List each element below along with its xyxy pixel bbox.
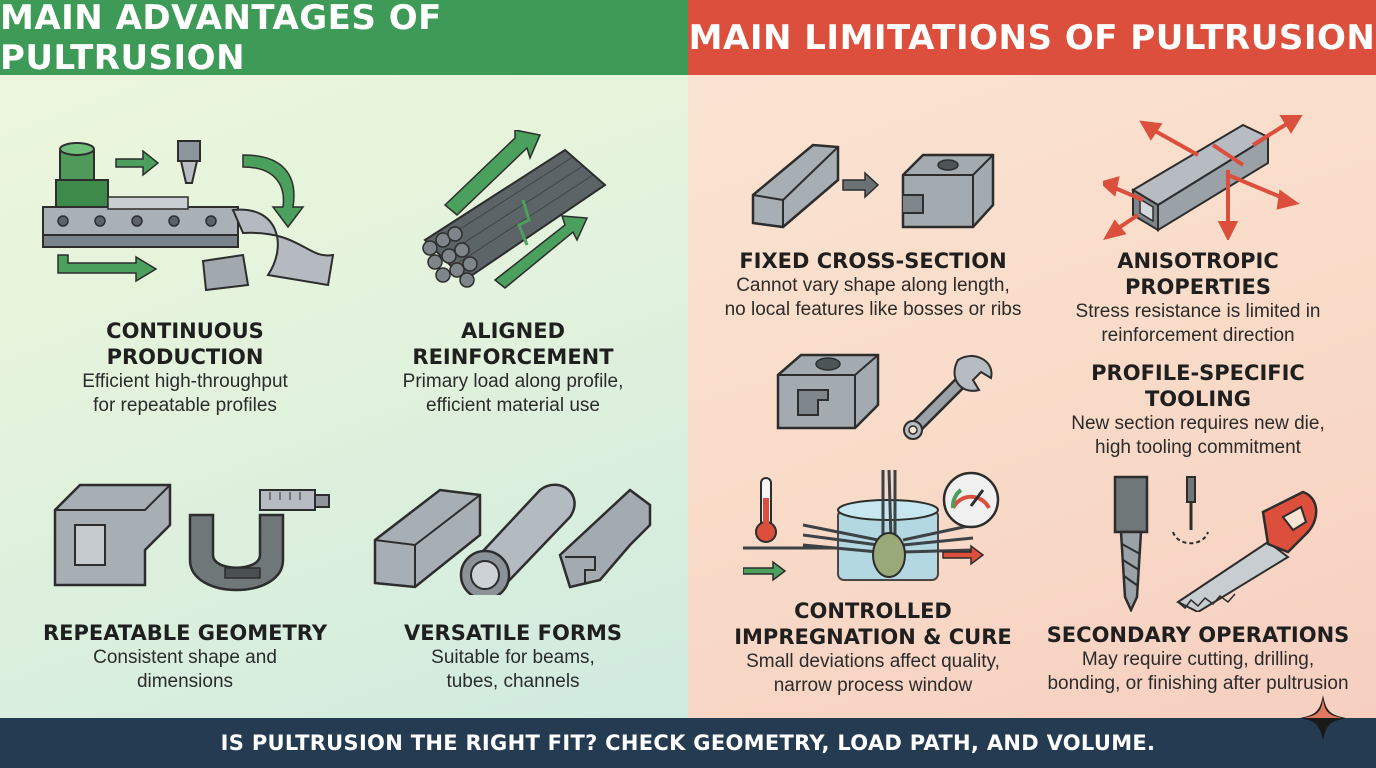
item-repeatable-geometry: REPEATABLE GEOMETRY Consistent shape and… xyxy=(30,620,340,694)
resin-bath-icon xyxy=(743,470,1000,582)
item-desc-line: Primary load along profile, xyxy=(402,371,624,392)
item-desc-line: Stress resistance is limited in xyxy=(1075,301,1321,322)
item-desc-line: tubes, channels xyxy=(446,671,580,692)
fixed-section-die-icon xyxy=(751,143,995,229)
limitations-title: MAIN LIMITATIONS OF PULTRUSION xyxy=(688,17,1376,58)
item-continuous-production: CONTINUOUS PRODUCTION Efficient high-thr… xyxy=(30,318,340,418)
item-title: CONTROLLED xyxy=(794,599,952,623)
item-title: SECONDARY OPERATIONS xyxy=(1046,623,1350,647)
item-desc-line: New section requires new die, xyxy=(1071,413,1325,434)
item-title: CONTINUOUS PRODUCTION xyxy=(106,319,264,369)
profile-shapes-icon xyxy=(373,483,652,595)
item-desc-line: Small deviations affect quality, xyxy=(746,651,1000,672)
item-desc-line: bonding, or finishing after pultrusion xyxy=(1047,673,1349,694)
advantages-panel: MAIN ADVANTAGES OF PULTRUSION CONTINUOUS… xyxy=(0,0,688,718)
item-desc-line: Suitable for beams, xyxy=(431,647,595,668)
item-title: FIXED CROSS-SECTION xyxy=(739,249,1007,273)
anisotropic-tube-icon xyxy=(1103,115,1303,240)
conveyor-machine-icon xyxy=(42,140,335,292)
item-desc-line: dimensions xyxy=(136,671,234,692)
footer-banner: IS PULTRUSION THE RIGHT FIT? CHECK GEOME… xyxy=(0,718,1376,768)
item-title: REPEATABLE GEOMETRY xyxy=(42,621,328,645)
item-title: VERSATILE FORMS xyxy=(403,621,623,645)
item-controlled-impregnation: CONTROLLED IMPREGNATION & CURE Small dev… xyxy=(708,598,1038,698)
profile-micrometer-icon xyxy=(53,483,330,592)
item-desc-line: reinforcement direction xyxy=(1101,325,1295,346)
item-anisotropic-properties: ANISOTROPIC PROPERTIES Stress resistance… xyxy=(1043,248,1353,348)
item-desc-line: high tooling commitment xyxy=(1095,437,1301,458)
item-desc-line: Consistent shape and xyxy=(93,647,277,668)
item-aligned-reinforcement: ALIGNED REINFORCEMENT Primary load along… xyxy=(358,318,668,418)
item-secondary-operations: SECONDARY OPERATIONS May require cutting… xyxy=(1043,622,1353,696)
item-desc-line: Efficient high-throughput xyxy=(82,371,288,392)
advantages-header: MAIN ADVANTAGES OF PULTRUSION xyxy=(0,0,688,78)
item-fixed-cross-section: FIXED CROSS-SECTION Cannot vary shape al… xyxy=(708,248,1038,322)
item-title: PROFILE-SPECIFIC TOOLING xyxy=(1091,361,1305,411)
item-title: ALIGNED REINFORCEMENT xyxy=(412,319,614,369)
sparkle-icon xyxy=(1300,695,1346,741)
advantages-title: MAIN ADVANTAGES OF PULTRUSION xyxy=(0,0,442,78)
item-desc-line: May require cutting, drilling, xyxy=(1081,649,1315,670)
fiber-bundle-icon xyxy=(422,130,607,289)
item-profile-specific-tooling: PROFILE-SPECIFIC TOOLING New section req… xyxy=(1043,360,1353,460)
footer-text: IS PULTRUSION THE RIGHT FIT? CHECK GEOME… xyxy=(220,731,1156,755)
limitations-panel: MAIN LIMITATIONS OF PULTRUSION FIXED CRO… xyxy=(688,0,1376,718)
item-desc-line: for repeatable profiles xyxy=(93,395,277,416)
limitations-header: MAIN LIMITATIONS OF PULTRUSION xyxy=(688,0,1376,75)
die-wrench-icon xyxy=(776,353,993,440)
drill-saw-icon xyxy=(1113,475,1318,612)
item-versatile-forms: VERSATILE FORMS Suitable for beams, tube… xyxy=(358,620,668,694)
item-desc-line: efficient material use xyxy=(426,395,600,416)
item-desc-line: no local features like bosses or ribs xyxy=(724,299,1022,320)
item-desc-line: Cannot vary shape along length, xyxy=(736,275,1010,296)
item-desc-line: narrow process window xyxy=(773,675,973,696)
item-title-line2: IMPREGNATION & CURE xyxy=(734,625,1012,649)
item-title: ANISOTROPIC PROPERTIES xyxy=(1117,249,1279,299)
